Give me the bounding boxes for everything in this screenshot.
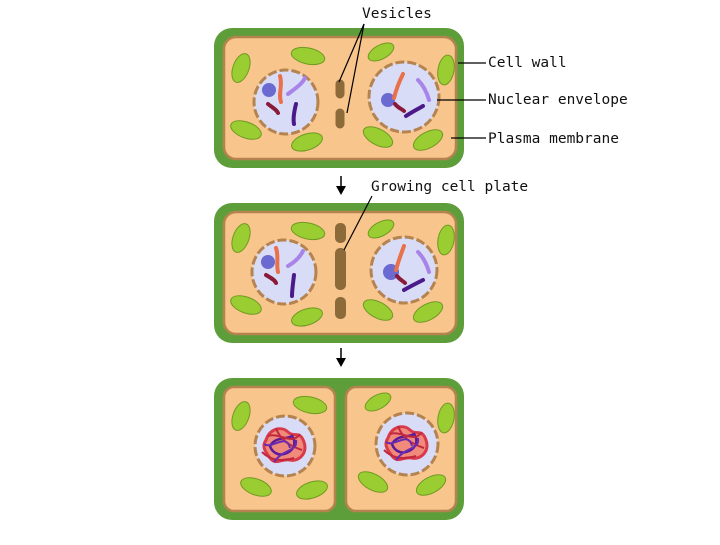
label-growing-cell-plate: Growing cell plate (371, 179, 529, 195)
chloroplast (437, 224, 455, 256)
chloroplast (437, 54, 455, 86)
vesicle (334, 107, 346, 130)
chloroplast (231, 223, 251, 253)
chloroplast (412, 129, 444, 151)
chloroplast (296, 480, 328, 500)
chloroplast (231, 401, 251, 431)
chloroplast (291, 132, 323, 152)
down-arrow-icon (336, 348, 346, 367)
vesicles-leader (346, 23, 365, 114)
nucleus-right (367, 60, 441, 134)
cell-plate-segment (335, 223, 346, 243)
cell-plate-leader (343, 195, 373, 251)
label-vesicles: Vesicles (362, 6, 432, 22)
nucleolus (262, 83, 276, 97)
chloroplast (437, 402, 455, 434)
chloroplast (230, 295, 262, 315)
chloroplast (290, 221, 326, 241)
chloroplast (415, 474, 447, 496)
chloroplast (367, 42, 395, 62)
nucleus-right (374, 411, 440, 477)
chloroplast (357, 471, 389, 493)
cell-plate-segment (335, 297, 346, 319)
nucleus-left (253, 414, 317, 478)
chloroplast (290, 46, 326, 66)
stage-daughter-cells (214, 378, 464, 520)
nucleus-left (250, 238, 318, 306)
nucleus-left (252, 68, 320, 136)
nucleus-right (369, 235, 439, 305)
vesicles-leader (338, 23, 365, 83)
chloroplast (412, 301, 444, 323)
nucleolus (261, 255, 275, 269)
label-cell-wall: Cell wall (488, 55, 567, 71)
vesicle (334, 78, 346, 100)
leader-lines (338, 23, 486, 251)
cell-plate-segment (335, 248, 346, 290)
chloroplast (230, 120, 262, 140)
down-arrow-icon (336, 176, 346, 195)
chloroplast (367, 219, 395, 239)
stage-growing-cell-plate (214, 203, 464, 343)
chloroplast (364, 392, 392, 412)
chloroplast (231, 53, 251, 83)
nucleolus (381, 93, 395, 107)
label-nuclear-envelope: Nuclear envelope (488, 92, 628, 108)
chloroplast (362, 299, 394, 321)
chloroplast (291, 307, 323, 327)
chloroplast (292, 395, 328, 415)
label-plasma-membrane: Plasma membrane (488, 131, 619, 147)
chloroplast (362, 126, 394, 148)
chloroplast (240, 477, 272, 497)
stage-vesicles (214, 28, 464, 168)
